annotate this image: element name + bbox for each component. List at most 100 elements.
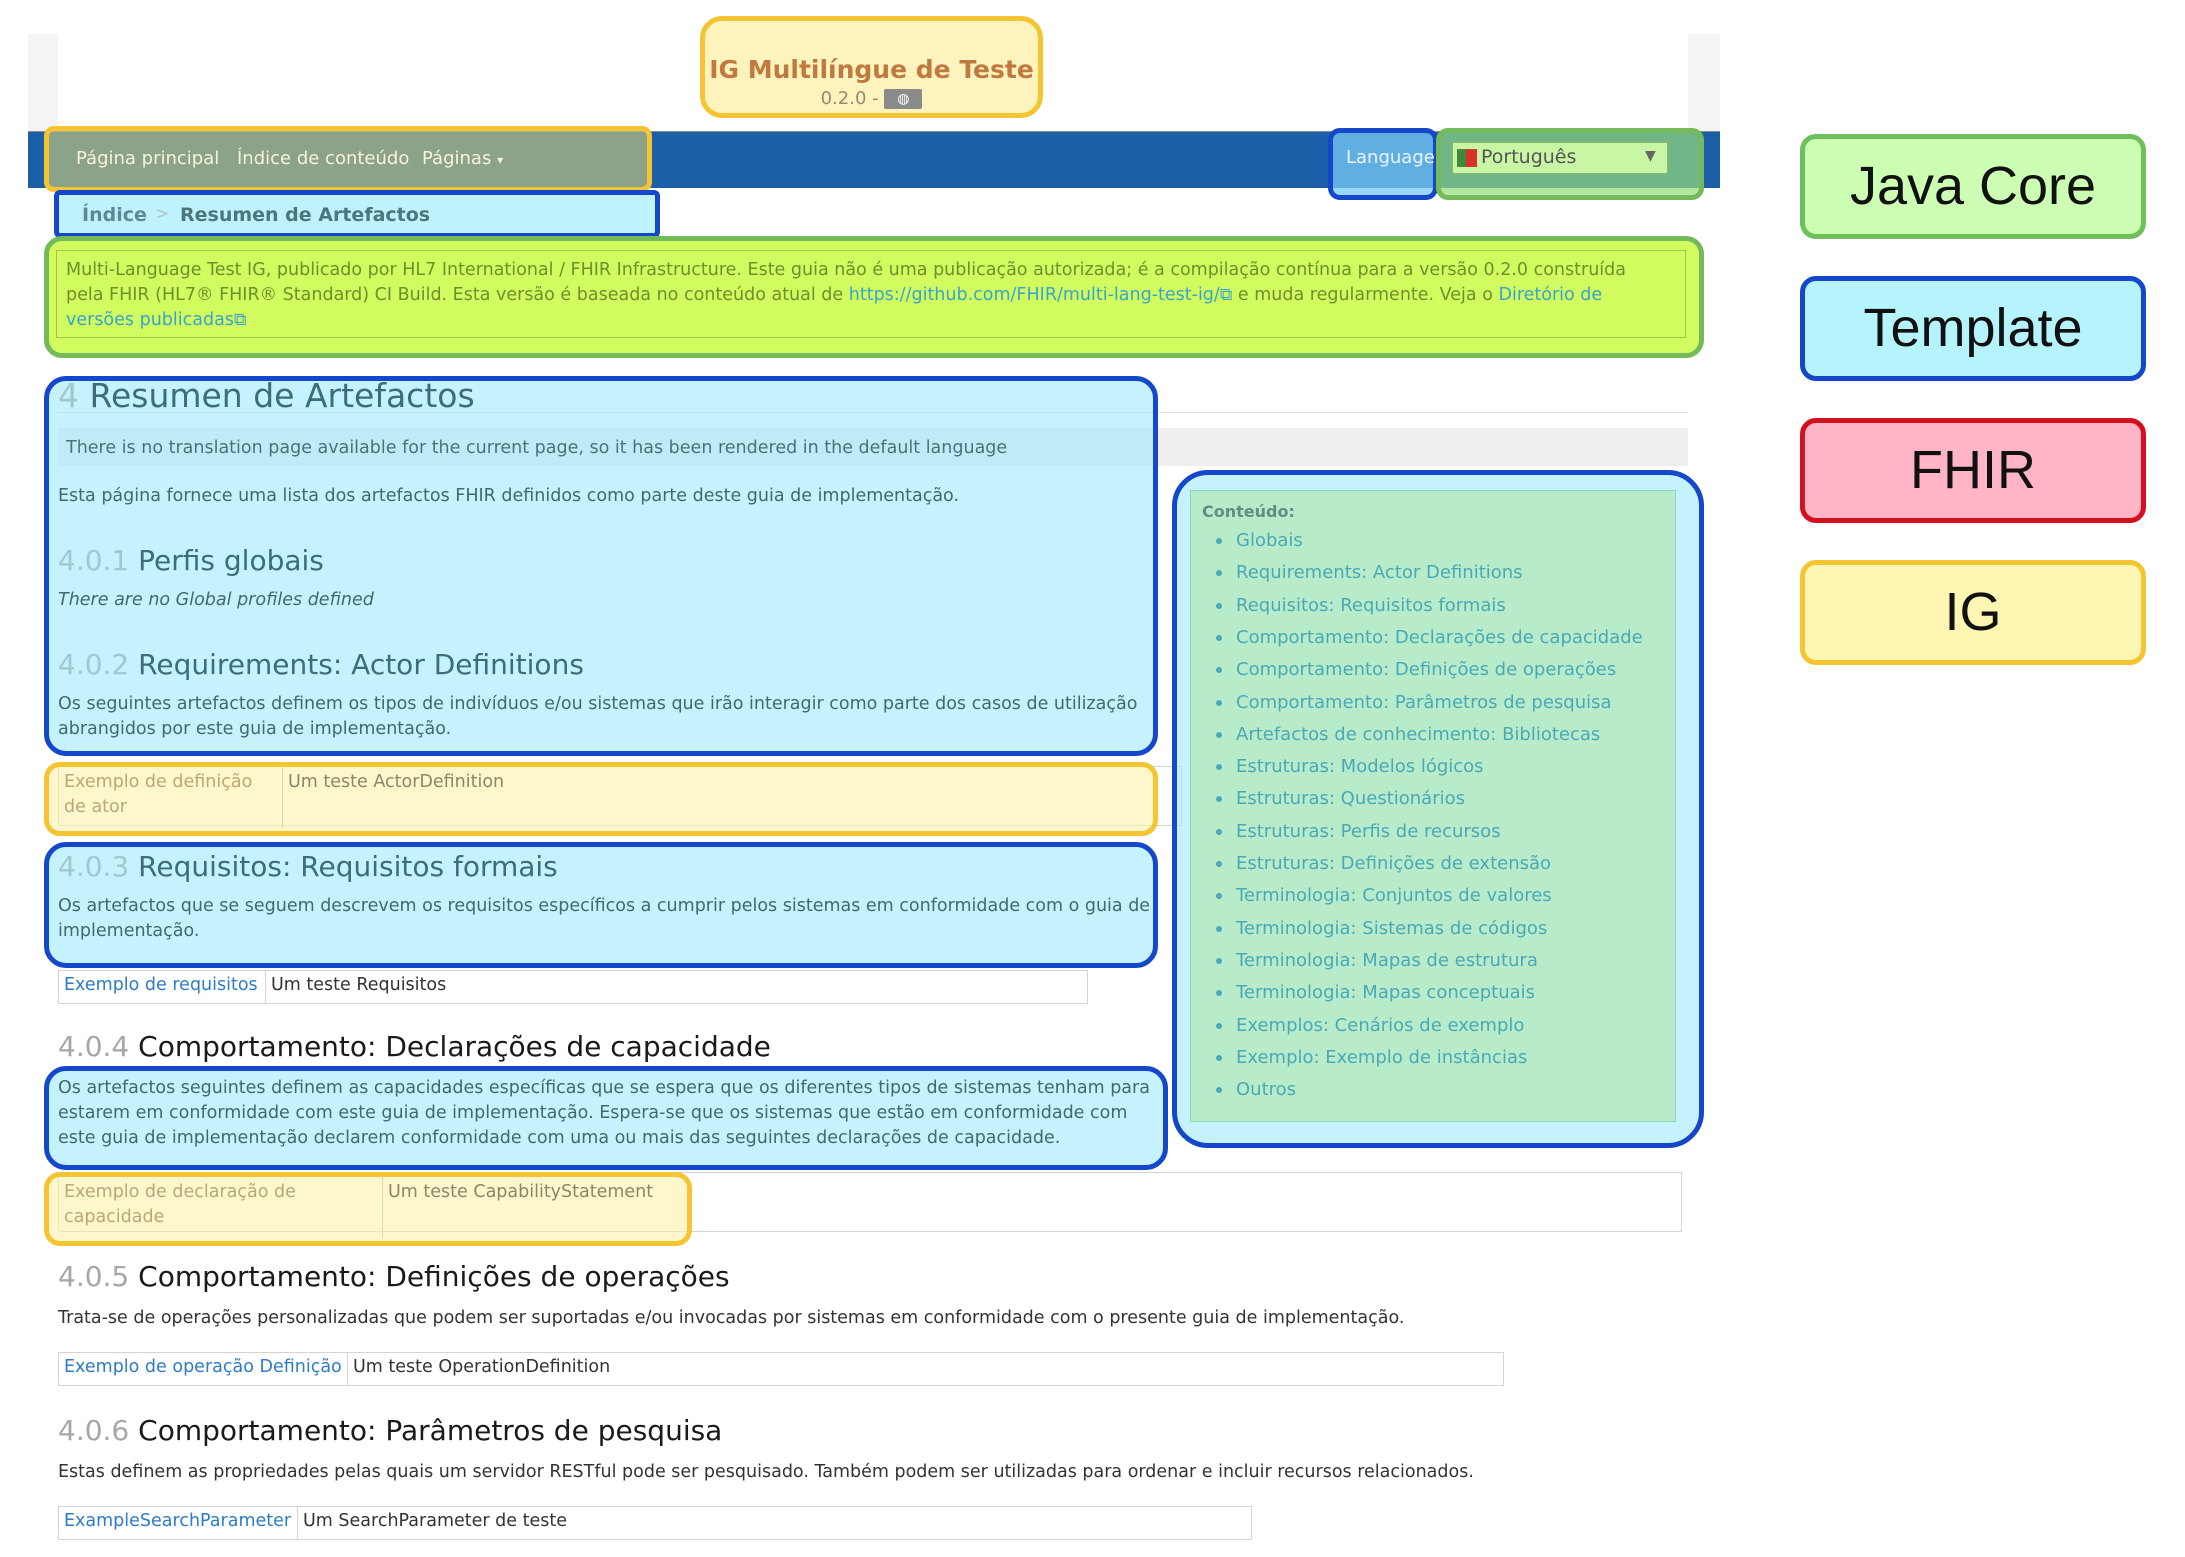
text-line: Exemplo de declaração de — [64, 1182, 296, 1202]
search-params-table: ExampleSearchParameter Um SearchParamete… — [58, 1506, 1252, 1540]
section-title: Requirements: Actor Definitions — [138, 648, 584, 681]
version-label: 0.2.0 - — [820, 88, 879, 109]
toc-item[interactable]: Comportamento: Parâmetros de pesquisa — [1216, 692, 1612, 713]
globe-icon[interactable]: ◍ — [884, 89, 923, 109]
text-line: abrangidos por este guia de implementaçã… — [58, 719, 452, 739]
ig-version: 0.2.0 - ◍ — [705, 88, 1038, 109]
table-separator — [265, 971, 266, 1003]
toc-item[interactable]: Estruturas: Definições de extensão — [1216, 853, 1551, 874]
toc-item[interactable]: Comportamento: Definições de operações — [1216, 659, 1616, 680]
table-separator — [282, 766, 283, 828]
toc-item[interactable]: Terminologia: Conjuntos de valores — [1216, 885, 1552, 906]
toc-item[interactable]: Globais — [1216, 530, 1303, 551]
bullet-icon — [1216, 1022, 1222, 1029]
section-heading-global-profiles: 4.0.1 Perfis globais — [58, 544, 324, 577]
table-cell-link[interactable]: Exemplo de operação Definição — [64, 1357, 342, 1377]
template-overlay-capability — [44, 1066, 1168, 1170]
nav-menu-overlay — [44, 126, 652, 192]
banner-line-2: pela FHIR (HL7® FHIR® Standard) CI Build… — [66, 283, 1676, 308]
table-cell-link[interactable]: Exemplo de requisitos — [64, 975, 258, 995]
breadcrumb — [54, 190, 660, 238]
toc-item[interactable]: Terminologia: Sistemas de códigos — [1216, 918, 1547, 939]
toc-item[interactable]: Estruturas: Questionários — [1216, 788, 1465, 809]
legend-java-core: Java Core — [1800, 134, 2146, 239]
template-overlay-requirements — [44, 842, 1158, 968]
text-line: Os artefactos seguintes definem as capac… — [58, 1078, 1150, 1098]
toc-item[interactable]: Requirements: Actor Definitions — [1216, 562, 1523, 583]
table-cell-description: Um teste OperationDefinition — [353, 1357, 611, 1377]
bullet-icon — [1216, 828, 1222, 835]
toc-item[interactable]: Exemplos: Cenários de exemplo — [1216, 1015, 1524, 1036]
bullet-icon — [1216, 893, 1222, 900]
toc-item[interactable]: Outros — [1216, 1079, 1296, 1100]
page-title-text: Resumen de Artefactos — [89, 376, 475, 415]
toc-item-label: Comportamento: Parâmetros de pesquisa — [1236, 691, 1612, 713]
table-separator — [347, 1353, 348, 1385]
translation-notice: There is no translation page available f… — [66, 438, 1008, 458]
banner-text-3: e muda regularmente. Veja o — [1237, 285, 1493, 305]
nav-pages-label: Páginas — [422, 148, 492, 169]
toc-item[interactable]: Exemplo: Exemplo de instâncias — [1216, 1047, 1527, 1068]
requirements-table: Exemplo de requisitos Um teste Requisito… — [58, 970, 1088, 1004]
portugal-flag-icon — [1457, 149, 1477, 167]
table-cell-link[interactable]: ExampleSearchParameter — [64, 1511, 292, 1531]
language-label-overlay — [1328, 128, 1438, 200]
breadcrumb-current: Resumen de Artefactos — [180, 204, 431, 226]
table-separator — [297, 1507, 298, 1539]
table-cell-description: Um teste ActorDefinition — [288, 772, 505, 792]
legend-template: Template — [1800, 276, 2146, 381]
toc-item-label: Artefactos de conhecimento: Bibliotecas — [1236, 723, 1601, 745]
toc-item-label: Globais — [1236, 530, 1303, 551]
section-title: Comportamento: Parâmetros de pesquisa — [138, 1414, 723, 1447]
bullet-icon — [1216, 731, 1222, 738]
section-heading-actor-definitions: 4.0.2 Requirements: Actor Definitions — [58, 648, 584, 681]
bullet-icon — [1216, 925, 1222, 932]
toc-item[interactable]: Comportamento: Declarações de capacidade — [1216, 627, 1643, 648]
toc-item[interactable]: Terminologia: Mapas de estrutura — [1216, 950, 1538, 971]
bullet-icon — [1216, 764, 1222, 771]
requirements-text: Os artefactos que se seguem descrevem os… — [58, 894, 1150, 944]
toc-item[interactable]: Artefactos de conhecimento: Bibliotecas — [1216, 724, 1600, 745]
toc-item[interactable]: Estruturas: Perfis de recursos — [1216, 821, 1501, 842]
ig-overlay-capability-table — [44, 1172, 692, 1246]
table-cell-link[interactable]: Exemplo de declaração de capacidade — [64, 1180, 296, 1230]
nav-toc-link[interactable]: Índice de conteúdo — [237, 148, 410, 169]
capability-text: Os artefactos seguintes definem as capac… — [58, 1076, 1150, 1151]
section-number: 4.0.4 — [58, 1030, 130, 1063]
section-heading-search-params: 4.0.6 Comportamento: Parâmetros de pesqu… — [58, 1414, 722, 1447]
bullet-icon — [1216, 990, 1222, 997]
toc-item[interactable]: Terminologia: Mapas conceptuais — [1216, 982, 1535, 1003]
table-cell-description: Um teste CapabilityStatement — [388, 1182, 654, 1202]
versions-link-part2[interactable]: versões publicadas — [66, 310, 234, 330]
operations-text: Trata-se de operações personalizadas que… — [58, 1308, 1405, 1328]
banner-inner-border — [56, 250, 1686, 338]
nav-pages-menu[interactable]: Páginas ▾ — [422, 148, 503, 169]
breadcrumb-root-link[interactable]: Índice — [82, 204, 147, 226]
text-line: Os seguintes artefactos definem os tipos… — [58, 694, 1138, 714]
table-cell-link[interactable]: Exemplo de definição de ator — [64, 770, 252, 820]
section-title: Comportamento: Declarações de capacidade — [138, 1030, 771, 1063]
table-cell-description: Um teste Requisitos — [271, 975, 447, 995]
section-title: Requisitos: Requisitos formais — [138, 850, 558, 883]
language-select[interactable]: Português ▼ — [1452, 142, 1668, 174]
toc-item[interactable]: Estruturas: Modelos lógicos — [1216, 756, 1484, 777]
language-select-value: Português — [1481, 146, 1577, 168]
bullet-icon — [1216, 796, 1222, 803]
toc-item-label: Outros — [1236, 1079, 1297, 1101]
toc-item-label: Requisitos: Requisitos formais — [1236, 594, 1506, 616]
bullet-icon — [1216, 634, 1222, 641]
toc-item-label: Exemplos: Cenários de exemplo — [1236, 1014, 1525, 1036]
toc-item[interactable]: Requisitos: Requisitos formais — [1216, 595, 1506, 616]
section-heading-operations: 4.0.5 Comportamento: Definições de opera… — [58, 1260, 730, 1293]
banner-text: Multi-Language Test IG, publicado por HL… — [66, 258, 1676, 333]
page-title: 4 Resumen de Artefactos — [58, 376, 475, 415]
nav-home-link[interactable]: Página principal — [76, 148, 220, 169]
bullet-icon — [1216, 861, 1222, 867]
github-link[interactable]: https://github.com/FHIR/multi-lang-test-… — [848, 285, 1220, 305]
search-params-text: Estas definem as propriedades pelas quai… — [58, 1462, 1474, 1482]
versions-link-part1[interactable]: Diretório de — [1498, 285, 1603, 305]
ig-title-box: IG Multilíngue de Teste 0.2.0 - ◍ — [700, 16, 1043, 118]
page-title-number: 4 — [58, 376, 79, 415]
banner-line-1: Multi-Language Test IG, publicado por HL… — [66, 260, 1626, 280]
section-title: Comportamento: Definições de operações — [138, 1260, 730, 1293]
